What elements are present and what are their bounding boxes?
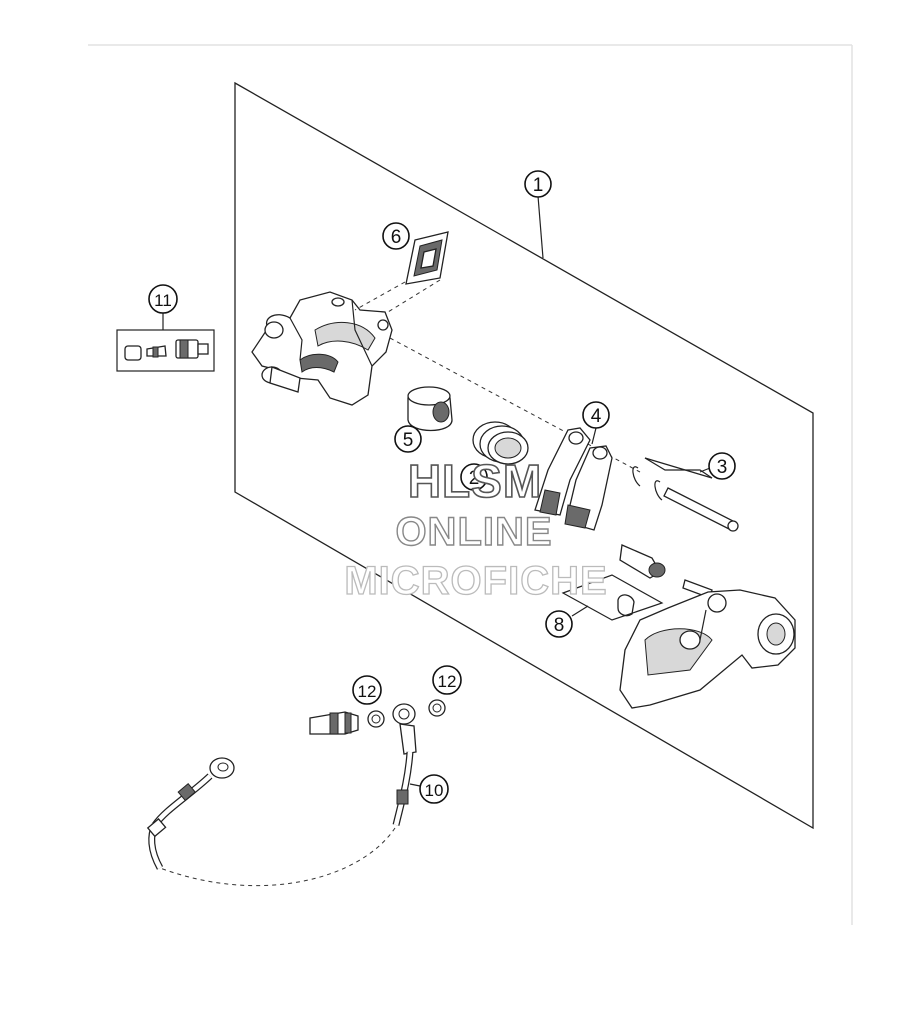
leader-1 [537, 195, 544, 259]
seal-kit-part-2 [472, 421, 529, 465]
callout-11: 11 [148, 284, 178, 314]
washer-left [367, 710, 385, 728]
brake-hose-part-10 [146, 703, 417, 887]
svg-text:3: 3 [717, 457, 728, 478]
leader-3 [699, 467, 711, 473]
callout-1: 1 [524, 170, 552, 198]
svg-text:11: 11 [154, 291, 172, 310]
washer-right [428, 699, 446, 717]
watermark-line-1: HLSM [408, 455, 542, 507]
svg-text:12: 12 [358, 682, 377, 701]
watermark-line-2: ONLINE [395, 510, 552, 554]
callout-2: 2 [460, 463, 488, 491]
piston-part-5 [407, 386, 453, 432]
assembly-box [234, 81, 814, 830]
callout-12-left: 12 [352, 675, 382, 705]
svg-text:12: 12 [438, 672, 457, 691]
svg-text:8: 8 [554, 615, 565, 636]
callout-4: 4 [582, 401, 610, 429]
svg-text:1: 1 [533, 175, 544, 196]
watermark-line-3: MICROFICHE [344, 559, 607, 603]
svg-text:4: 4 [591, 406, 602, 427]
svg-text:10: 10 [425, 781, 444, 800]
leader-6-dash [354, 281, 406, 311]
callout-12-right: 12 [432, 665, 462, 695]
pad-pin-part-3 [632, 457, 739, 532]
brake-pads-part-4 [534, 427, 613, 531]
guide-pins-part-8 [561, 544, 713, 621]
callout-3: 3 [708, 452, 736, 480]
pad-spring-part-6 [405, 231, 449, 285]
callout-6: 6 [382, 222, 410, 250]
leader-4 [591, 427, 597, 445]
leader-6-dash-b [387, 279, 441, 313]
callout-8: 8 [545, 610, 573, 638]
leader-10 [409, 783, 421, 787]
banjo-bolt [309, 711, 359, 735]
caliper-body [251, 291, 393, 406]
caliper-bracket [619, 589, 796, 709]
svg-text:2: 2 [469, 468, 480, 489]
leader-8 [571, 605, 589, 617]
callout-10: 10 [419, 774, 449, 804]
svg-text:5: 5 [403, 430, 414, 451]
svg-text:6: 6 [391, 227, 402, 248]
bleeder-kit-part-11 [124, 339, 209, 361]
callout-5: 5 [394, 425, 422, 453]
